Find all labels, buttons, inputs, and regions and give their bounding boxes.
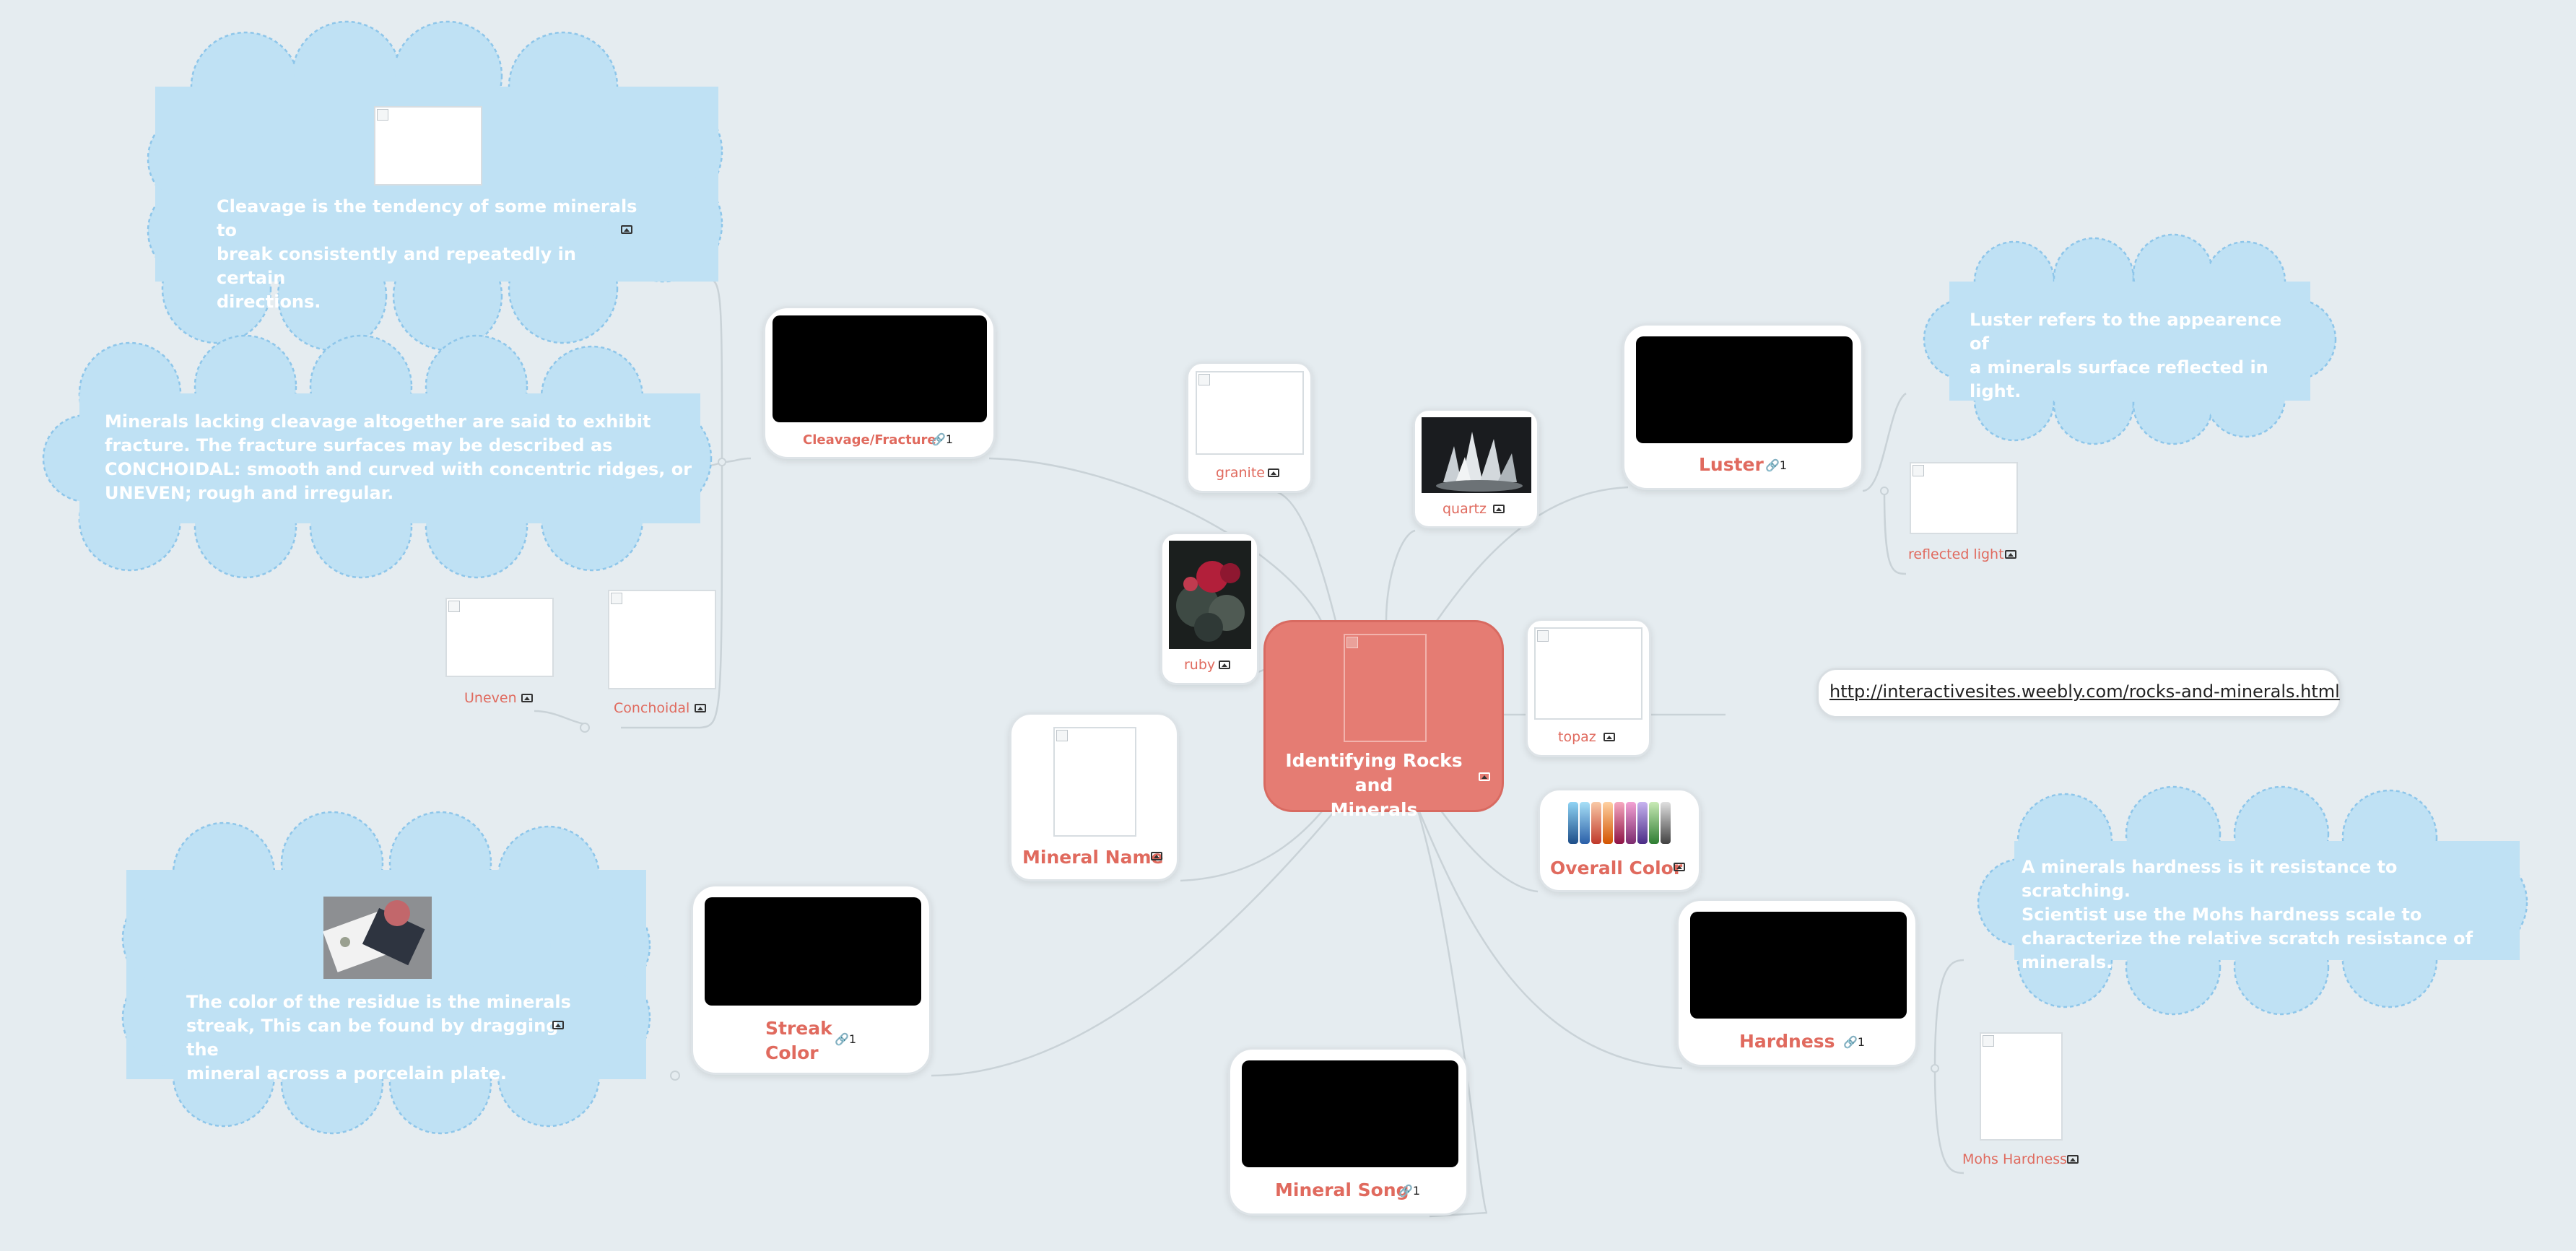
topic-topaz[interactable]: topaz (1526, 619, 1651, 757)
fracture-note: Minerals lacking cleavage altogether are… (105, 410, 697, 505)
hardness-note-line: Scientist use the Mohs hardness scale to (2022, 905, 2422, 925)
video-thumbnail[interactable] (705, 897, 921, 1006)
topic-mohs-hardness[interactable]: Mohs Hardness (1962, 1151, 2067, 1167)
granite-image (1196, 371, 1304, 455)
topic-title: Luster (1699, 454, 1764, 475)
topic-title: topaz (1558, 729, 1596, 745)
cleavage-note-line: directions. (217, 292, 321, 312)
topaz-image (1534, 627, 1642, 720)
image-icon[interactable] (521, 694, 533, 702)
topic-title-line: Streak (765, 1018, 832, 1039)
image-icon[interactable] (552, 1021, 564, 1029)
quartz-image (1422, 417, 1531, 493)
fracture-note-line: fracture. The fracture surfaces may be d… (105, 435, 613, 455)
luster-note: Luster refers to the appearence of a min… (1970, 308, 2287, 404)
image-icon[interactable] (621, 225, 632, 234)
topic-mineral-name[interactable]: Mineral Name (1009, 712, 1179, 881)
url-link[interactable]: http://interactivesites.weebly.com/rocks… (1829, 681, 2340, 702)
link-icon[interactable]: 🔗1 (1843, 1035, 1866, 1049)
image-icon[interactable] (1493, 505, 1505, 513)
hardness-note: A minerals hardness is it resistance to … (2022, 855, 2484, 975)
link-icon[interactable]: 🔗1 (835, 1032, 857, 1046)
streak-note-line: streak, This can be found by dragging th… (186, 1016, 559, 1060)
luster-note-line: a minerals surface reflected in (1970, 357, 2268, 378)
hardness-note-line: minerals. (2022, 952, 2113, 972)
topic-ruby[interactable]: ruby (1160, 532, 1259, 685)
streak-note-line: mineral across a porcelain plate. (186, 1063, 507, 1084)
link-icon[interactable]: 🔗1 (931, 432, 954, 446)
streak-note-line: The color of the residue is the minerals (186, 992, 571, 1012)
topic-title: Cleavage/Fracture (803, 432, 936, 448)
topic-title: Overall Color (1550, 858, 1683, 879)
image-icon[interactable] (1604, 733, 1615, 741)
central-title-line: Identifying Rocks and (1285, 750, 1463, 796)
image-icon[interactable] (1479, 772, 1490, 781)
color-swatch-image (1568, 802, 1671, 844)
topic-title: granite (1216, 465, 1265, 481)
topic-title: ruby (1184, 657, 1216, 673)
topic-title: Streak Color (765, 1016, 832, 1065)
luster-note-line: Luster refers to the appearence of (1970, 310, 2282, 354)
central-image (1344, 634, 1427, 742)
topic-cleavage-fracture[interactable]: Cleavage/Fracture 🔗1 (763, 306, 996, 459)
link-icon[interactable]: 🔗1 (1765, 458, 1788, 472)
video-thumbnail[interactable] (1690, 912, 1907, 1019)
topic-quartz[interactable]: quartz (1413, 409, 1539, 528)
topic-hardness[interactable]: Hardness 🔗1 (1676, 899, 1918, 1067)
cleavage-note-line: Cleavage is the tendency of some mineral… (217, 196, 638, 240)
topic-title-line: Color (765, 1042, 819, 1063)
hardness-note-line: characterize the relative scratch resist… (2022, 928, 2473, 949)
topic-conchoidal[interactable]: Conchoidal (614, 700, 690, 716)
topic-granite[interactable]: granite (1186, 362, 1313, 493)
fracture-note-line: CONCHOIDAL: smooth and curved with conce… (105, 459, 692, 479)
image-icon[interactable] (695, 704, 706, 712)
cleavage-note-line: break consistently and repeatedly in cer… (217, 244, 576, 288)
topic-title: Mineral Name (1022, 847, 1164, 868)
luster-note-line: light. (1970, 381, 2022, 401)
cloud-luster (1923, 233, 2337, 445)
image-icon[interactable] (2005, 550, 2016, 559)
mohs-hardness-image (1980, 1032, 2063, 1141)
fracture-note-line: Minerals lacking cleavage altogether are… (105, 411, 651, 432)
cloud-fracture (42, 334, 713, 579)
topic-title: quartz (1443, 501, 1487, 517)
video-thumbnail[interactable] (1636, 336, 1853, 443)
topic-streak-color[interactable]: Streak Color 🔗1 (691, 884, 931, 1075)
uneven-image (445, 598, 554, 677)
cloud-hardness (1977, 785, 2528, 1016)
cleavage-image (374, 106, 482, 186)
image-icon[interactable] (2067, 1155, 2079, 1164)
cleavage-note: Cleavage is the tendency of some mineral… (217, 195, 650, 314)
topic-reflected-light[interactable]: reflected light (1908, 546, 2004, 562)
image-icon[interactable] (1268, 468, 1279, 477)
video-thumbnail[interactable] (773, 315, 987, 422)
topic-overall-color[interactable]: Overall Color (1538, 788, 1701, 892)
image-icon[interactable] (1674, 863, 1685, 871)
link-icon[interactable]: 🔗1 (1398, 1184, 1421, 1198)
central-title: Identifying Rocks and Minerals (1266, 749, 1482, 822)
image-icon[interactable] (1151, 852, 1162, 860)
topic-uneven[interactable]: Uneven (464, 690, 517, 706)
topic-title: Hardness (1739, 1031, 1835, 1052)
mineral-name-image (1053, 727, 1136, 837)
streak-note: The color of the residue is the minerals… (186, 990, 576, 1086)
topic-title: Mineral Song (1275, 1180, 1409, 1200)
fracture-note-line: UNEVEN; rough and irregular. (105, 483, 394, 503)
image-icon[interactable] (1219, 661, 1230, 669)
ruby-image (1169, 541, 1251, 649)
hardness-note-line: A minerals hardness is it resistance to … (2022, 857, 2398, 901)
central-title-line: Minerals (1330, 799, 1418, 820)
central-topic[interactable]: Identifying Rocks and Minerals (1263, 620, 1504, 820)
cloud-cleavage (147, 20, 723, 352)
topic-luster[interactable]: Luster 🔗1 (1622, 323, 1863, 490)
conchoidal-image (608, 590, 716, 689)
video-thumbnail[interactable] (1242, 1060, 1458, 1167)
reflected-light-image (1910, 462, 2018, 534)
topic-mineral-song[interactable]: Mineral Song 🔗1 (1228, 1047, 1468, 1216)
url-topic[interactable]: http://interactivesites.weebly.com/rocks… (1816, 668, 2341, 718)
